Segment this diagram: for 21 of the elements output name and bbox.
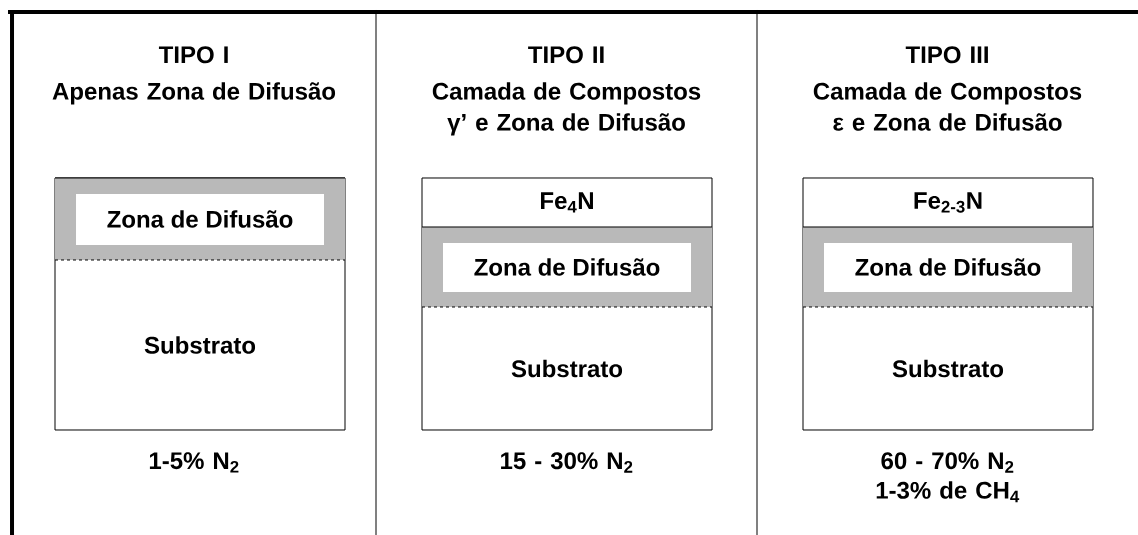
diffusion-zone-layer: Zona de Difusão (421, 226, 713, 307)
column-subheading: Camada de Compostos ε e Zona de Difusão (813, 82, 1082, 131)
column-subheading: Apenas Zona de Difusão (52, 82, 336, 105)
diffusion-zone-layer: Zona de Difusão (802, 226, 1094, 307)
column-subheading: Camada de Compostos γ’ e Zona de Difusão (432, 82, 701, 136)
column-heading: TIPO II (528, 46, 604, 64)
gas-composition: 60 - 70% N$_{2}$ (881, 452, 1014, 473)
substrate-layer: Substrato (54, 259, 346, 354)
gas-composition: 15 - 30% N$_{2}$ (501, 452, 633, 473)
compound-layer: Fe$_{2-3}$N (914, 192, 982, 213)
specimen-box (802, 177, 1094, 431)
column-heading: TIPO I (158, 46, 228, 64)
gas-composition: 1-5% N$_{2}$ (149, 452, 239, 473)
substrate-layer: Substrato (802, 306, 1094, 378)
specimen-box (54, 177, 346, 431)
diffusion-zone-layer: Zona de Difusão (54, 177, 346, 260)
substrate-layer: Substrato (421, 306, 713, 378)
gas-composition: 1-3% de CH$_{4}$ (876, 481, 1020, 503)
column-heading: TIPO III (905, 46, 988, 64)
compound-layer: Fe$_{4}$N (541, 192, 593, 213)
specimen-box (421, 177, 713, 431)
